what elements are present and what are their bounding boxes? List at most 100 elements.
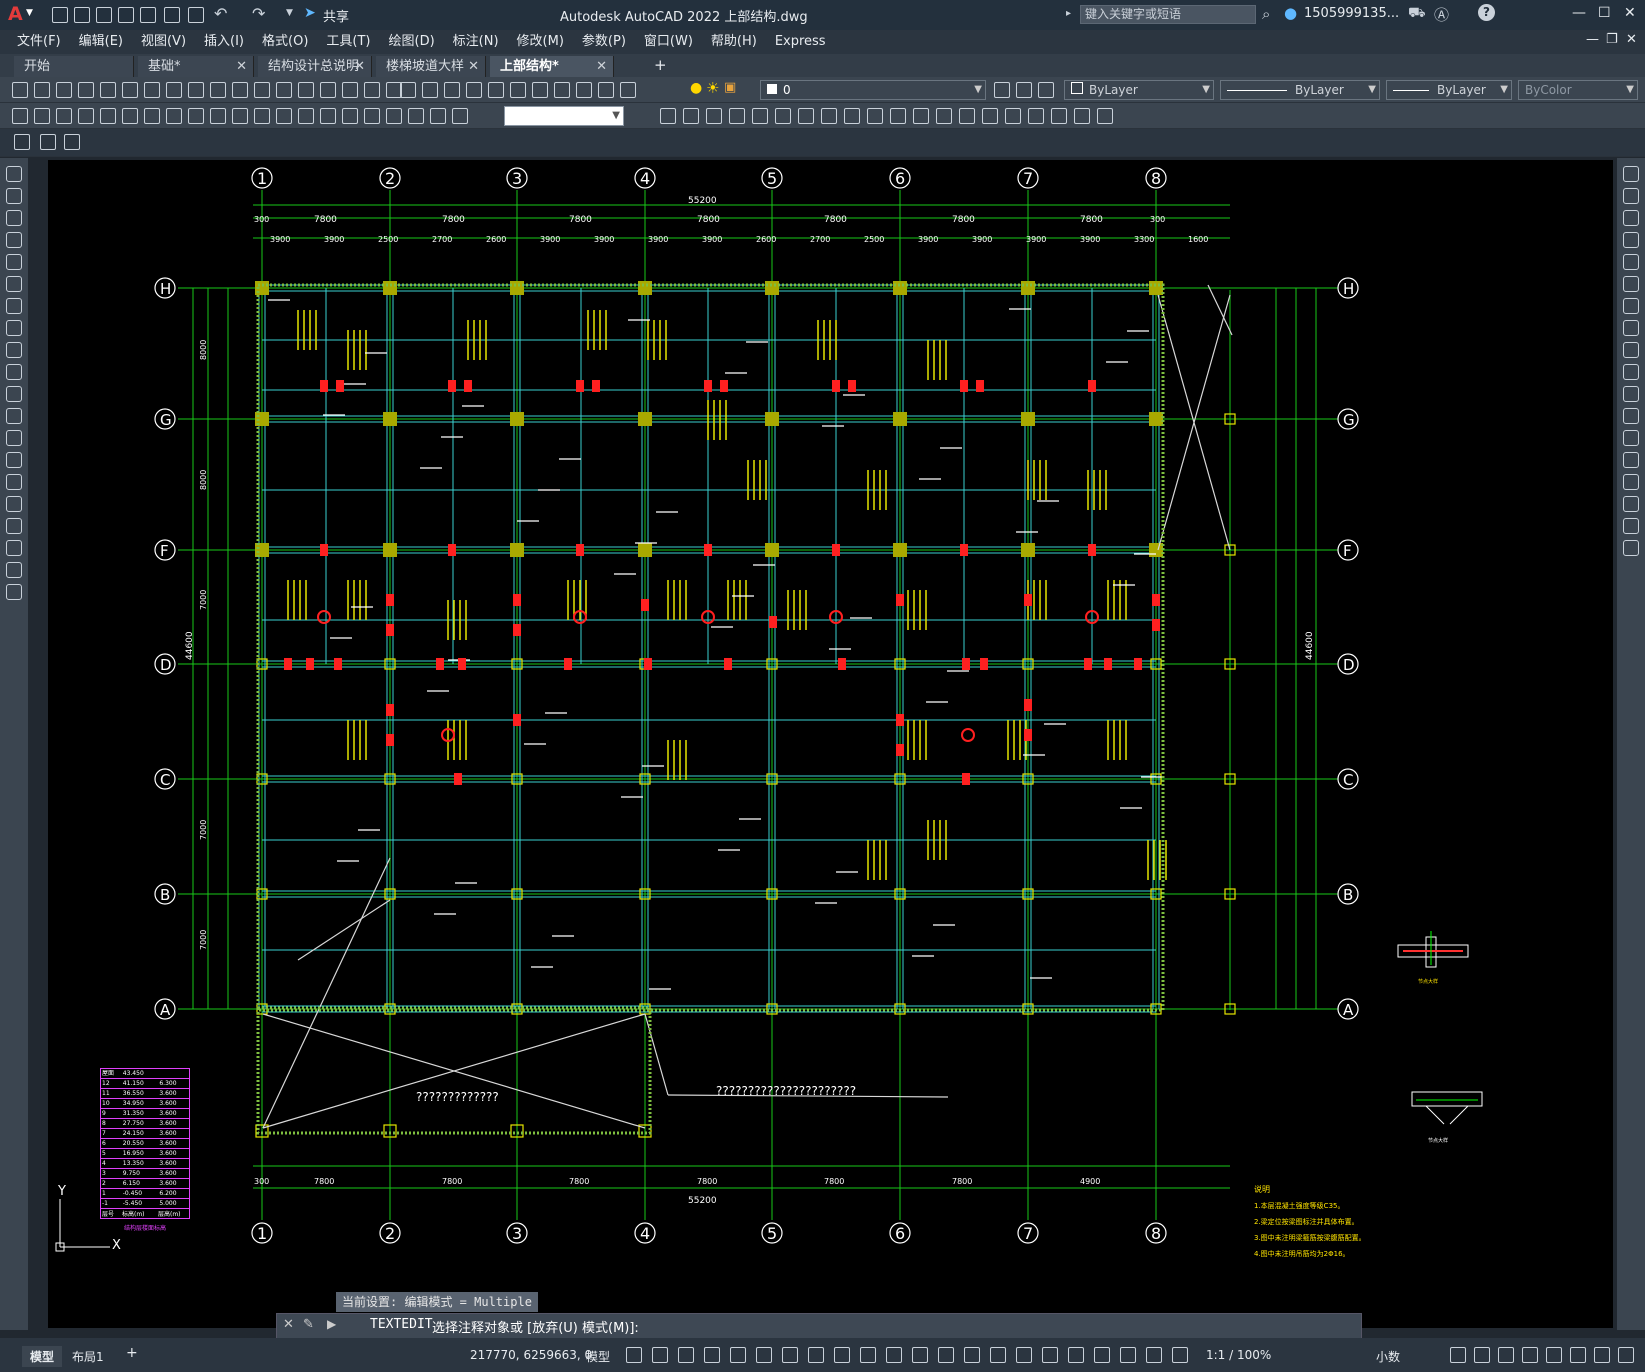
draw-tool-icon-4[interactable]: [6, 254, 22, 270]
draw-tool-icon-14[interactable]: [6, 474, 22, 490]
autocad-logo[interactable]: A: [8, 3, 23, 25]
block-save-icon[interactable]: [40, 134, 56, 150]
status-tool-icon-6[interactable]: [1594, 1347, 1610, 1363]
layer-tool-icon-2[interactable]: [1038, 82, 1054, 98]
standard-tool-icon-17[interactable]: [386, 82, 402, 98]
ucs-tool-icon-3[interactable]: [729, 108, 745, 124]
draw-tool-icon-10[interactable]: [6, 386, 22, 402]
standard-tool-icon-1[interactable]: [34, 82, 50, 98]
layer-tool-icon-1[interactable]: [1016, 82, 1032, 98]
menu-item-10[interactable]: 窗口(W): [643, 34, 693, 49]
draw-tool-icon-12[interactable]: [6, 430, 22, 446]
lock-icon[interactable]: ▣: [724, 80, 737, 95]
status-toggle-icon-7[interactable]: [808, 1347, 824, 1363]
modify-tool-icon-12[interactable]: [1623, 430, 1639, 446]
user-icon[interactable]: ●: [1284, 4, 1298, 22]
file-tab-0[interactable]: 开始: [14, 56, 134, 77]
status-tool-icon-0[interactable]: [1450, 1347, 1466, 1363]
ucs-tool-icon-6[interactable]: [798, 108, 814, 124]
maximize-button[interactable]: ☐: [1598, 5, 1611, 21]
draw-tool-icon-9[interactable]: [6, 364, 22, 380]
status-toggle-icon-17[interactable]: [1068, 1347, 1084, 1363]
menu-item-2[interactable]: 视图(V): [140, 34, 187, 49]
tab-close-icon[interactable]: ✕: [596, 59, 607, 74]
dim-tool-icon-4[interactable]: [100, 108, 116, 124]
add-layout-button[interactable]: +: [126, 1345, 138, 1361]
status-toggle-icon-13[interactable]: [964, 1347, 980, 1363]
modify-tool-icon-3[interactable]: [1623, 232, 1639, 248]
status-tool-icon-1[interactable]: [1474, 1347, 1490, 1363]
draw-tool-icon-0[interactable]: [6, 166, 22, 182]
standard-tool-icon-14[interactable]: [320, 82, 336, 98]
menu-item-3[interactable]: 插入(I): [204, 34, 245, 49]
dimstyle-dropdown[interactable]: ▼: [504, 106, 624, 126]
sun-icon[interactable]: ☀: [706, 79, 720, 97]
ucs-tool-icon-10[interactable]: [890, 108, 906, 124]
standard-tool-icon-16[interactable]: [364, 82, 380, 98]
ucs-tool-icon-0[interactable]: [660, 108, 676, 124]
status-tool-icon-4[interactable]: [1546, 1347, 1562, 1363]
ucs-tool-icon-4[interactable]: [752, 108, 768, 124]
standard-tool-icon-10[interactable]: [232, 82, 248, 98]
dim-tool-icon-3[interactable]: [78, 108, 94, 124]
ucs-tool-icon-14[interactable]: [982, 108, 998, 124]
doc-close-button[interactable]: ✕: [1626, 32, 1637, 47]
view-tool-icon-2[interactable]: [444, 82, 460, 98]
modify-tool-icon-1[interactable]: [1623, 188, 1639, 204]
view-tool-icon-5[interactable]: [510, 82, 526, 98]
status-toggle-icon-11[interactable]: [912, 1347, 928, 1363]
status-toggle-icon-20[interactable]: [1146, 1347, 1162, 1363]
ucs-tool-icon-18[interactable]: [1074, 108, 1090, 124]
standard-tool-icon-8[interactable]: [188, 82, 204, 98]
status-tool-icon-7[interactable]: [1618, 1347, 1634, 1363]
plotstyle-dropdown[interactable]: ByColor▼: [1518, 80, 1638, 100]
autodesk-app-icon[interactable]: Ⓐ: [1434, 6, 1450, 24]
menu-item-4[interactable]: 格式(O): [262, 34, 309, 49]
dim-tool-icon-9[interactable]: [210, 108, 226, 124]
modify-tool-icon-2[interactable]: [1623, 210, 1639, 226]
app-menu-arrow-icon[interactable]: ▼: [26, 8, 33, 18]
redo-icon[interactable]: ↷: [252, 4, 266, 23]
draw-tool-icon-18[interactable]: [6, 562, 22, 578]
view-tool-icon-4[interactable]: [488, 82, 504, 98]
minimize-button[interactable]: —: [1572, 5, 1586, 21]
dim-tool-icon-1[interactable]: [34, 108, 50, 124]
ucs-tool-icon-7[interactable]: [821, 108, 837, 124]
menu-item-9[interactable]: 参数(P): [581, 34, 626, 49]
draw-tool-icon-7[interactable]: [6, 320, 22, 336]
dim-tool-icon-8[interactable]: [188, 108, 204, 124]
layer-dropdown[interactable]: 0▼: [760, 80, 986, 100]
help-icon[interactable]: ?: [1478, 4, 1495, 21]
status-toggle-icon-3[interactable]: [704, 1347, 720, 1363]
modify-tool-icon-14[interactable]: [1623, 474, 1639, 490]
view-tool-icon-8[interactable]: [576, 82, 592, 98]
command-line[interactable]: ✕ ✎ ▶: [276, 1313, 1362, 1339]
draw-tool-icon-8[interactable]: [6, 342, 22, 358]
modify-tool-icon-13[interactable]: [1623, 452, 1639, 468]
modify-tool-icon-10[interactable]: [1623, 386, 1639, 402]
status-tool-icon-3[interactable]: [1522, 1347, 1538, 1363]
dim-tool-icon-20[interactable]: [452, 108, 468, 124]
ucs-tool-icon-13[interactable]: [959, 108, 975, 124]
status-toggle-icon-4[interactable]: [730, 1347, 746, 1363]
doc-minimize-button[interactable]: —: [1586, 32, 1599, 47]
draw-tool-icon-11[interactable]: [6, 408, 22, 424]
new-file-icon[interactable]: [52, 7, 68, 23]
block-layers-icon[interactable]: [64, 134, 80, 150]
standard-tool-icon-0[interactable]: [12, 82, 28, 98]
modify-tool-icon-15[interactable]: [1623, 496, 1639, 512]
command-prompt-icon[interactable]: ▶: [327, 1317, 337, 1331]
status-toggle-icon-12[interactable]: [938, 1347, 954, 1363]
dim-tool-icon-2[interactable]: [56, 108, 72, 124]
view-tool-icon-0[interactable]: [400, 82, 416, 98]
standard-tool-icon-13[interactable]: [298, 82, 314, 98]
status-tool-icon-5[interactable]: [1570, 1347, 1586, 1363]
dim-tool-icon-16[interactable]: [364, 108, 380, 124]
save-as-icon[interactable]: [118, 7, 134, 23]
standard-tool-icon-3[interactable]: [78, 82, 94, 98]
standard-tool-icon-2[interactable]: [56, 82, 72, 98]
status-toggle-icon-0[interactable]: [626, 1347, 642, 1363]
ucs-tool-icon-2[interactable]: [706, 108, 722, 124]
plot-icon[interactable]: [188, 7, 204, 23]
standard-tool-icon-11[interactable]: [254, 82, 270, 98]
